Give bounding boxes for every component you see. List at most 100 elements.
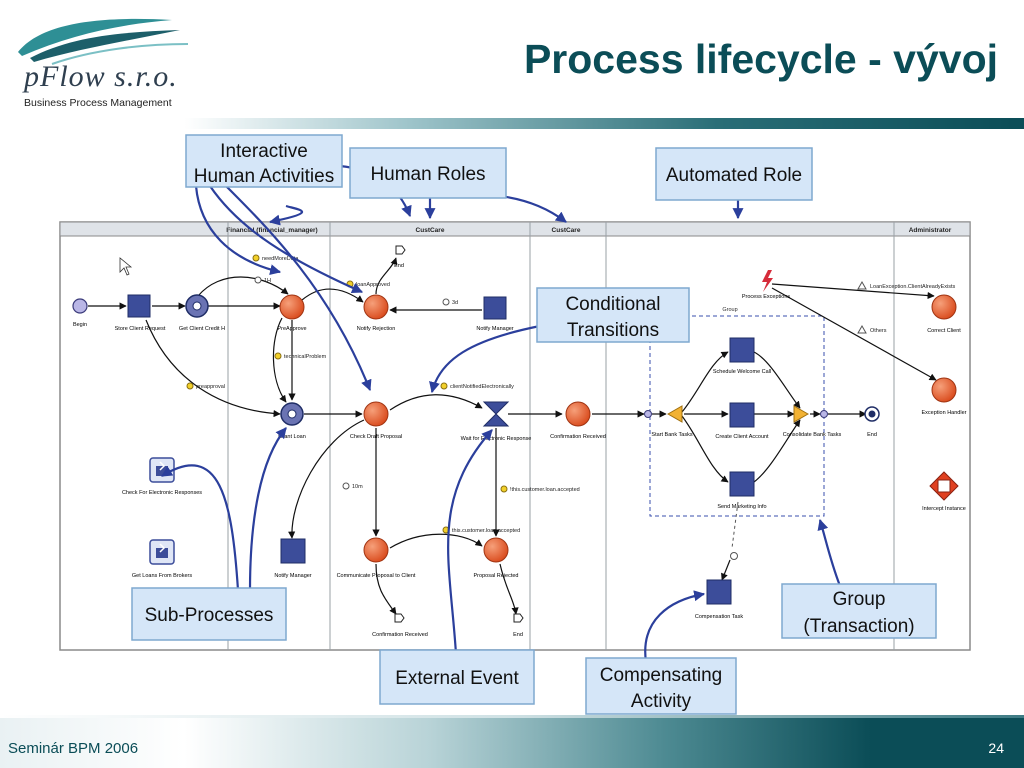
label-intercept-instance: Intercept Instance — [922, 506, 966, 512]
label-confirmation-received-top: Confirmation Received — [550, 434, 606, 440]
cond-others: Others — [870, 328, 887, 334]
callout-text: Conditional — [565, 294, 660, 315]
label-get-loans-from-brokers: Get Loans From Brokers — [132, 573, 192, 579]
task-send-marketing-info — [729, 471, 755, 497]
cond-loan-accepted-b: !this.customer.loan.accepted — [510, 487, 580, 493]
header-divider — [0, 118, 1024, 129]
label-grant-loan: Grant Loan — [278, 434, 306, 440]
activity-check-draft-proposal — [363, 401, 389, 427]
label-communicate-proposal: Communicate Proposal to Client — [337, 573, 416, 579]
label-notify-manager-top: Notify Manager — [476, 326, 513, 332]
label-preapprove: PreApprove — [277, 326, 306, 332]
process-diagram: Financial (financial_manager) CustCare C… — [0, 128, 1024, 718]
callout-automated-role: Automated Role — [655, 147, 813, 201]
callout-text: Transitions — [567, 320, 659, 341]
cursor-icon — [119, 257, 133, 276]
activity-notify-rejection — [363, 294, 389, 320]
callout-text: Human Roles — [370, 164, 485, 185]
subprocess-check-electronic-icon — [149, 457, 175, 483]
activity-communicate-proposal — [363, 537, 389, 563]
callout-group-transaction: Group (Transaction) — [781, 583, 937, 639]
group-label: Group — [722, 307, 737, 313]
start-bank-tasks-dot — [644, 410, 652, 418]
label-schedule-welcome-call: Schedule Welcome Call — [713, 369, 771, 375]
label-check-electronic-responses: Check For Electronic Responses — [122, 490, 202, 496]
confirmation-bottom-icon — [394, 613, 405, 623]
label-store-client-request: Store Client Request — [115, 326, 166, 332]
task-store-client-request — [127, 294, 151, 318]
lane-header-financial: Financial (financial_manager) — [226, 227, 317, 234]
label-correct-client: Correct Client — [927, 328, 961, 334]
activity-proposal-rejected — [483, 537, 509, 563]
label-consolidate-bank-tasks: Consolidate Bank Tasks — [783, 432, 842, 438]
callout-text: (Transaction) — [803, 616, 914, 637]
activity-preapprove — [279, 294, 305, 320]
callout-text: External Event — [395, 668, 519, 689]
callout-text: Interactive — [220, 141, 308, 162]
label-send-marketing-info: Send Marketing Info — [717, 504, 766, 510]
sequence-flows — [88, 257, 937, 615]
cond-loan-exception: LoanException.ClientAlreadyExists — [870, 284, 956, 290]
end-top-icon — [395, 245, 406, 255]
lane-header-custcare-1: CustCare — [416, 227, 445, 234]
event-wait-electronic-response — [482, 401, 510, 427]
intercept-instance-icon — [929, 471, 959, 501]
label-get-client-credit: Get Client Credit H — [179, 326, 225, 332]
compensation-marker — [730, 552, 738, 560]
end-bottom-icon — [513, 613, 524, 623]
callout-interactive-human-activities: Interactive Human Activities — [185, 134, 343, 188]
logo-name: pFlow s.r.o. — [24, 60, 178, 93]
get-client-credit-inner — [192, 301, 202, 311]
callout-text: Group — [833, 589, 886, 610]
subprocess-get-loans-icon — [149, 539, 175, 565]
label-create-client-account: Create Client Account — [715, 434, 769, 440]
callout-text: Human Activities — [194, 166, 334, 187]
callout-text: Compensating — [600, 665, 723, 686]
cond-loan-approved: loanApproved — [356, 282, 390, 288]
label-exception-handler: Exception Handler — [922, 410, 967, 416]
process-diagram-svg: Financial (financial_manager) CustCare C… — [59, 134, 971, 715]
gateway-split — [666, 405, 683, 423]
gateway-join — [793, 405, 810, 423]
lane-header-administrator: Administrator — [909, 227, 952, 234]
lane-header-bar — [59, 221, 971, 237]
callout-compensating-activity: Compensating Activity — [585, 657, 737, 715]
task-schedule-welcome-call — [729, 337, 755, 363]
compensation-association — [731, 501, 739, 549]
process-canvas — [59, 221, 971, 651]
logo-swoosh-icon — [18, 18, 189, 65]
grant-loan-inner — [287, 409, 297, 419]
consolidate-dot — [820, 410, 828, 418]
start-event — [72, 298, 88, 314]
label-process-exceptions: Process Exceptions — [742, 294, 791, 300]
label-compensation-task: Compensation Task — [695, 614, 743, 620]
lightning-icon — [762, 270, 773, 292]
label-end-main: End — [867, 432, 877, 438]
label-notify-rejection: Notify Rejection — [357, 326, 396, 332]
task-compensation — [706, 579, 732, 605]
label-end-top: End — [394, 263, 404, 269]
label-check-draft-proposal: Check Draft Proposal — [350, 434, 402, 440]
activity-exception-handler — [931, 377, 957, 403]
cond-1h: 1H — [264, 278, 271, 284]
footer-bar — [0, 715, 1024, 768]
callout-arrows — [161, 164, 842, 663]
label-start-bank-tasks: Start Bank Tasks — [651, 432, 692, 438]
label-confirmation-received-bottom: Confirmation Received — [372, 632, 428, 638]
cond-need-more-data: needMoreData — [262, 256, 299, 262]
page-number: 24 — [988, 740, 1004, 756]
callout-human-roles: Human Roles — [349, 147, 507, 199]
cond-loan-accepted-a: this.customer.loan.accepted — [452, 528, 520, 534]
callout-text: Activity — [631, 691, 692, 712]
cond-10m: 10m — [352, 484, 363, 490]
label-notify-manager-bottom: Notify Manager — [274, 573, 311, 579]
page-title: Process lifecycle - vývoj — [523, 36, 998, 82]
cond-technical-problem: technicalProblem — [284, 354, 327, 360]
callout-external-event: External Event — [379, 649, 535, 705]
activity-confirmation-received — [565, 401, 591, 427]
callout-conditional-transitions: Conditional Transitions — [536, 287, 690, 343]
callout-text: Automated Role — [666, 165, 802, 186]
label-proposal-rejected: Proposal Rejected — [474, 573, 519, 579]
task-create-client-account — [729, 402, 755, 428]
logo-tagline: Business Process Management — [24, 97, 172, 109]
